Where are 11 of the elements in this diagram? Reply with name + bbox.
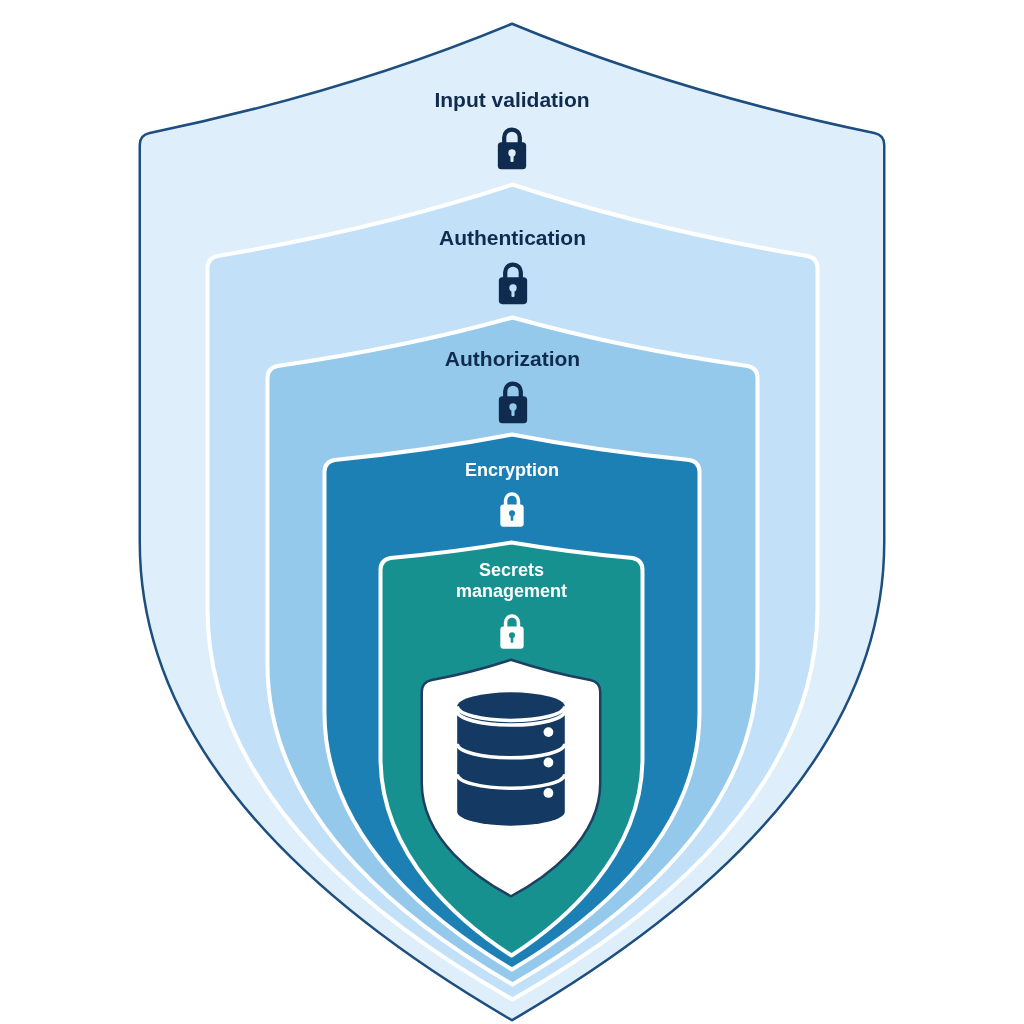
shield-layer bbox=[265, 315, 760, 987]
shield-layer bbox=[378, 540, 645, 958]
layer-title: Authentication bbox=[439, 226, 586, 251]
layer-title: Authorization bbox=[444, 347, 581, 372]
shield-layer bbox=[205, 182, 820, 1002]
shield-layer bbox=[138, 22, 886, 1022]
layer-title: Encryption bbox=[465, 460, 559, 482]
shield-layer bbox=[322, 432, 702, 972]
inner-shield bbox=[420, 658, 602, 898]
layer-title: Secrets management bbox=[454, 560, 568, 603]
layer-title: Input validation bbox=[434, 88, 590, 113]
